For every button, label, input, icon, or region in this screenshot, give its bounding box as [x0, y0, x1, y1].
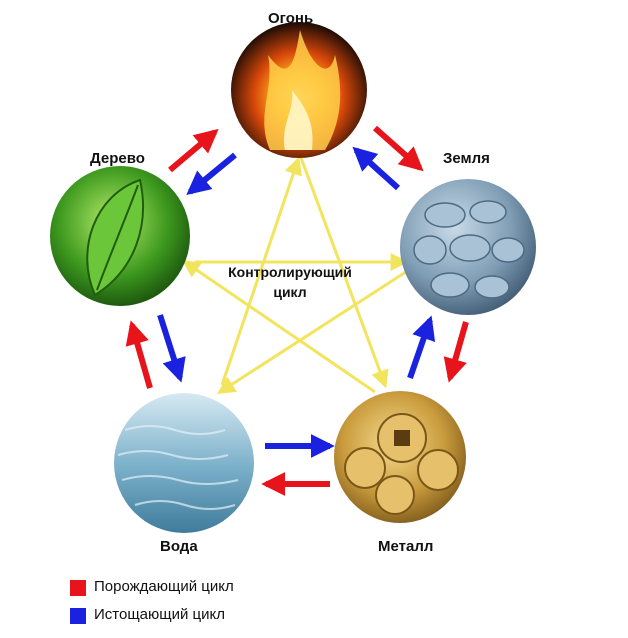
controlling-cycle-label-line2: цикл: [273, 284, 307, 300]
earth-stone: [491, 237, 525, 263]
fire-flame-core: [283, 90, 313, 150]
legend-draining-swatch: [70, 608, 86, 624]
fire-flame-shape: [264, 30, 341, 150]
water-ripples: [117, 425, 239, 510]
metal-coin: [417, 449, 459, 491]
control-arrow-water-fire: [220, 156, 302, 386]
legend-generating: Порождающий цикл: [70, 577, 370, 599]
metal-coin: [375, 475, 415, 515]
legend-draining: Истощающий цикл: [70, 605, 370, 627]
controlling-cycle-label-line1: Контролирующий: [228, 264, 352, 280]
water-element: [114, 393, 254, 533]
metal-label: Металл: [378, 538, 434, 555]
water-ripple: [121, 475, 239, 485]
generate-arrow-water-wood: [125, 320, 153, 389]
controlling-cycle-star: [182, 154, 413, 394]
water-label: Вода: [160, 538, 198, 555]
generate-arrow-fire-earth: [373, 125, 424, 172]
metal-coin: [344, 447, 386, 489]
water-ripple: [117, 450, 229, 460]
earth-label: Земля: [443, 150, 490, 167]
water-ripple: [124, 425, 226, 435]
generate-arrow-wood-fire: [168, 128, 219, 173]
water-ripple: [134, 500, 236, 510]
earth-stone: [430, 272, 470, 298]
earth-stones: [413, 200, 525, 299]
legend-generating-swatch: [70, 580, 86, 596]
wood-element: [50, 166, 190, 306]
generate-arrow-earth-metal: [443, 321, 469, 383]
water-image: [114, 393, 254, 533]
earth-stone: [413, 235, 447, 265]
earth-stone: [469, 200, 507, 224]
drain-arrow-metal-earth: [407, 315, 436, 379]
wood-label: Дерево: [90, 150, 145, 167]
drain-arrow-fire-wood: [186, 152, 237, 196]
wood-leaf-vein: [96, 184, 139, 291]
earth-element: [400, 179, 536, 315]
control-arrow-metal-wood: [182, 259, 376, 394]
earth-stone: [474, 275, 510, 299]
earth-stone: [424, 202, 466, 228]
earth-stone: [449, 234, 491, 262]
control-arrow-earth-water: [216, 266, 413, 394]
control-arrow-fire-metal: [298, 154, 389, 389]
fire-element: [231, 22, 367, 158]
metal-element: [334, 391, 466, 523]
legend-generating-label: Порождающий цикл: [94, 578, 234, 595]
legend-draining-label: Истощающий цикл: [94, 606, 225, 623]
generating-cycle-arrows: [125, 125, 469, 496]
metal-coin-hole: [394, 430, 410, 446]
draining-cycle-arrows: [157, 146, 436, 458]
drain-arrow-earth-fire: [352, 146, 401, 191]
drain-arrow-wood-water: [157, 314, 186, 383]
controlling-cycle-label: Контролирующий цикл: [200, 262, 380, 302]
fire-label: Огонь: [268, 10, 314, 27]
